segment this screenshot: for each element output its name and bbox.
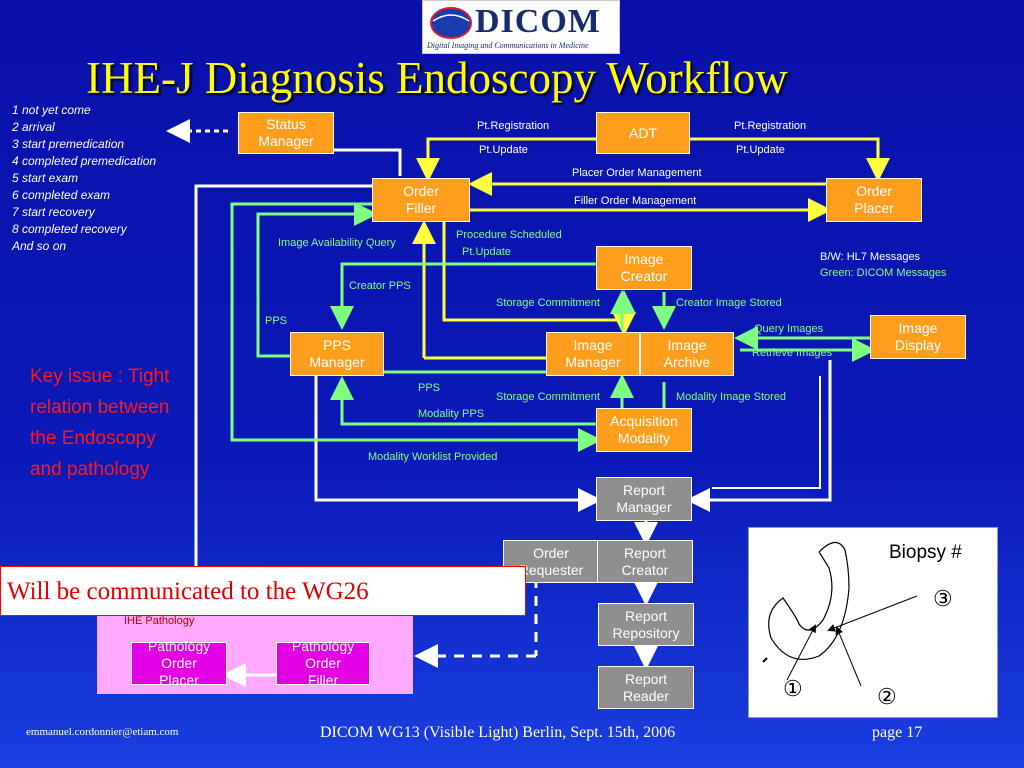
list-item: And so on <box>12 239 67 253</box>
list-item: 3 start premedication <box>12 137 125 151</box>
logo-wordmark: DICOM <box>475 3 601 40</box>
logo-tagline: Digital Imaging and Communications in Me… <box>427 41 589 50</box>
dicom-logo: DICOM Digital Imaging and Communications… <box>422 0 620 54</box>
biopsy-title: Biopsy # <box>889 542 962 563</box>
label-pt-update-left: Pt.Update <box>479 144 528 156</box>
list-item: 1 not yet come <box>12 103 91 117</box>
modality-pps-line <box>330 376 596 426</box>
footer-email: emmanuel.cordonnier@etiam.com <box>26 726 179 738</box>
biopsy-marker-1: ① <box>783 676 803 701</box>
creator-pps-line <box>330 262 596 330</box>
list-item: 8 completed recovery <box>12 222 127 236</box>
list-item: 5 start exam <box>12 171 79 185</box>
biopsy-sketch: Biopsy # ③ ① ② <box>748 527 998 718</box>
pps-line <box>256 202 378 358</box>
label-filler-order-management: Filler Order Management <box>574 195 697 207</box>
label-creator-image-stored: Creator Image Stored <box>676 297 782 309</box>
label-query-images: Query Images <box>754 323 824 335</box>
pt-registration-right-line <box>690 137 890 182</box>
label-modality-worklist-provided: Modality Worklist Provided <box>368 451 498 463</box>
label-modality-image-stored: Modality Image Stored <box>676 391 787 403</box>
procedure-scheduled-line <box>442 222 636 336</box>
label-storage-commitment-bottom: Storage Commitment <box>496 391 600 403</box>
list-item: 4 completed premedication <box>12 154 157 168</box>
actor-adt: ADT <box>596 112 690 154</box>
label-pt-update-right: Pt.Update <box>736 144 785 156</box>
label-pt-registration-right: Pt.Registration <box>734 120 807 132</box>
status-list: 1 not yet come 2 arrival 3 start premedi… <box>12 102 156 255</box>
biopsy-marker-2: ② <box>877 684 897 709</box>
legend-dicom: Green: DICOM Messages <box>820 267 947 279</box>
label-pps-top: PPS <box>265 315 288 327</box>
label-modality-pps: Modality PPS <box>418 408 485 420</box>
biopsy-marker-3: ③ <box>933 586 953 611</box>
archive-to-report-line <box>686 360 832 512</box>
wg26-callout: Will be communicated to the WG26 <box>0 566 526 616</box>
list-item: 7 start recovery <box>12 205 95 219</box>
globe-icon <box>430 7 472 39</box>
modality-worklist-line <box>230 202 602 452</box>
endoscope-sketch <box>762 541 918 687</box>
label-retrieve-images: Retrieve Images <box>752 347 833 359</box>
label-pt-update-mid: Pt.Update <box>462 246 511 258</box>
label-pps-bottom: PPS <box>418 382 441 394</box>
label-ihe-pathology: IHE Pathology <box>124 615 195 627</box>
label-creator-pps: Creator PPS <box>349 280 411 292</box>
list-item: 6 completed exam <box>12 188 111 202</box>
label-image-availability-query: Image Availability Query <box>278 237 396 249</box>
status-manager-link <box>334 148 402 176</box>
order-filler-status-line <box>194 184 372 570</box>
archive-inner-line <box>712 376 821 489</box>
key-issue-text: Key issue : Tight relation between the E… <box>30 366 170 480</box>
footer-meeting: DICOM WG13 (Visible Light) Berlin, Sept.… <box>320 724 676 741</box>
list-item: 2 arrival <box>12 120 55 134</box>
footer-page-number: page 17 <box>872 724 923 741</box>
label-pt-registration-left: Pt.Registration <box>477 120 550 132</box>
label-procedure-scheduled: Procedure Scheduled <box>456 229 562 241</box>
pt-registration-left-line <box>416 137 596 182</box>
label-placer-order-management: Placer Order Management <box>572 167 702 179</box>
pps-to-report-line <box>314 376 602 512</box>
legend-hl7: B/W: HL7 Messages <box>820 251 921 263</box>
label-storage-commitment-top: Storage Commitment <box>496 297 600 309</box>
page-title: IHE-J Diagnosis Endoscopy Workflow <box>86 53 788 103</box>
